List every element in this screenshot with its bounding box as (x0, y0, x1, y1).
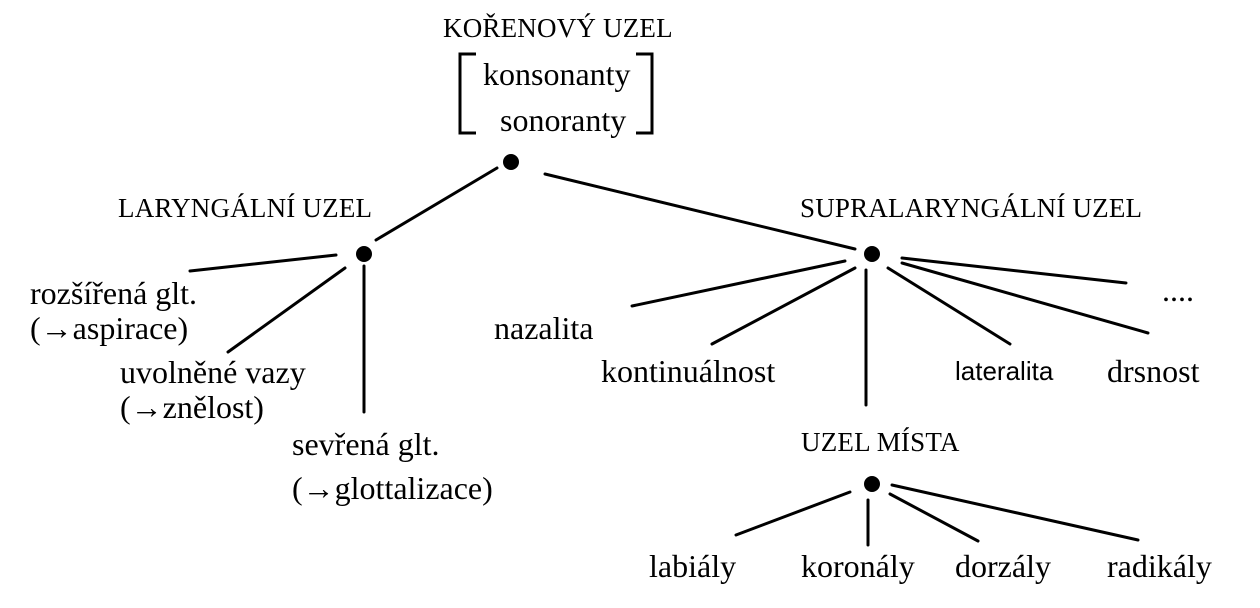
laryngeal-node-title: LARYNGÁLNÍ UZEL (118, 193, 373, 223)
supra-continuant-label: kontinuálnost (601, 353, 776, 389)
edge-root-laryngeal (374, 166, 499, 242)
supra-lateral-label: lateralita (955, 356, 1054, 386)
laryngeal-spread-effect: (→aspirace) (30, 310, 189, 346)
root-node-title: KOŘENOVÝ UZEL (443, 13, 673, 43)
edge-supra-lateral (886, 266, 1012, 346)
edge-place-radical (890, 483, 1140, 542)
edge-supra-nasal (630, 259, 847, 308)
laryngeal-constricted-effect: (→glottalizace) (292, 470, 493, 506)
root-feature-sonorant: sonoranty (500, 102, 627, 138)
edge-place-dorsal (888, 492, 980, 543)
place-labial-label: labiály (649, 548, 737, 584)
supralaryngeal-node (864, 246, 880, 262)
supra-ellipsis: .... (1162, 272, 1194, 308)
edge-place-labial (734, 490, 852, 537)
laryngeal-node (356, 246, 372, 262)
laryngeal-spread-label: rozšířená glt. (30, 275, 198, 311)
edge-supra-continuant (710, 266, 857, 346)
edge-laryngeal-slack (226, 266, 347, 354)
supra-nasal-label: nazalita (494, 310, 594, 346)
edge-root-supralaryngeal (543, 172, 857, 251)
laryngeal-slack-label: uvolněné vazy (120, 354, 306, 390)
place-node (864, 476, 880, 492)
laryngeal-constricted-label: sevřená glt. (292, 426, 440, 462)
edge-laryngeal-spread (188, 253, 338, 273)
place-node-title: UZEL MÍSTA (801, 427, 960, 457)
laryngeal-slack-effect: (→znělost) (120, 389, 264, 425)
place-dorsal-label: dorzály (955, 548, 1051, 584)
root-bracket-left (458, 52, 476, 135)
edge-supra-strident (900, 261, 1150, 335)
root-node (503, 154, 519, 170)
supralaryngeal-node-title: SUPRALARYNGÁLNÍ UZEL (800, 193, 1143, 223)
edge-supra-ellipsis (900, 256, 1128, 285)
root-bracket-right (636, 52, 654, 135)
place-coronal-label: koronály (801, 548, 915, 584)
supra-strident-label: drsnost (1107, 353, 1200, 389)
root-feature-consonantal: konsonanty (483, 56, 631, 92)
place-radical-label: radikály (1107, 548, 1212, 584)
